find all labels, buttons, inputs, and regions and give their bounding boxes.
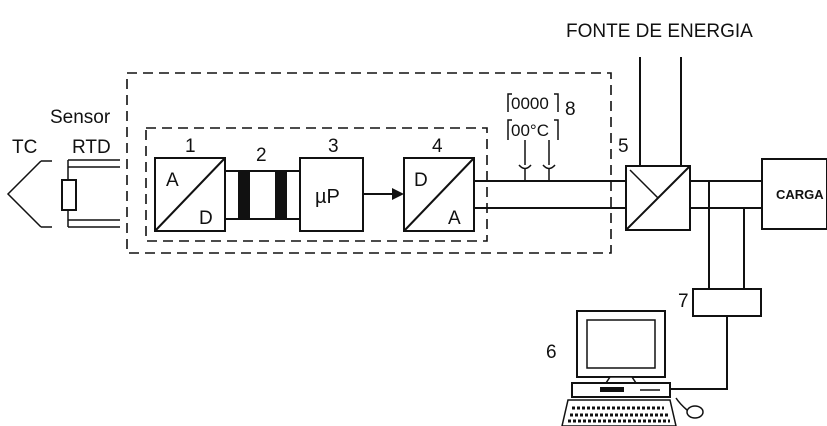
- dac-output-label: A: [448, 208, 461, 229]
- signal-processor-enclosure: [145, 127, 488, 242]
- display-connectors: [518, 140, 556, 181]
- load-lines: [690, 180, 762, 209]
- block-6-number: 6: [546, 342, 557, 363]
- sensor-label: Sensor: [50, 107, 111, 128]
- block-4-number: 4: [432, 136, 443, 157]
- display-temperature: 00°C: [511, 121, 549, 140]
- adc-block: [154, 157, 226, 232]
- load-label: CARGA: [776, 187, 824, 202]
- interface-lines: [708, 181, 745, 289]
- rtd-label: RTD: [72, 137, 111, 158]
- microprocessor-block: [299, 157, 364, 232]
- interface-block: [692, 288, 762, 317]
- thermocouple-probe: [6, 160, 52, 228]
- microprocessor-label: µP: [315, 186, 340, 208]
- computer-icon: [561, 310, 704, 426]
- block-3-number: 3: [328, 136, 339, 157]
- transmitter-enclosure: [126, 72, 612, 254]
- power-source-lines: [639, 57, 682, 166]
- tc-label: TC: [12, 137, 37, 158]
- data-arrow: [363, 188, 404, 200]
- block-7-number: 7: [678, 291, 689, 312]
- block-8-number: 8: [565, 99, 576, 120]
- load-box: [761, 158, 827, 230]
- dac-input-label: D: [414, 170, 428, 191]
- block-1-number: 1: [185, 136, 196, 157]
- power-controller-block: [625, 165, 691, 231]
- power-source-label: FONTE DE ENERGIA: [566, 21, 753, 42]
- block-2-number: 2: [256, 145, 267, 166]
- rtd-sensor: [61, 159, 120, 228]
- adc-input-label: A: [166, 170, 179, 191]
- isolator-block: [225, 170, 300, 220]
- display-brackets: [507, 93, 559, 140]
- display-counter: 0000: [511, 94, 549, 113]
- adc-output-label: D: [199, 208, 213, 229]
- output-signal-lines: [474, 180, 626, 209]
- block-5-number: 5: [618, 136, 629, 157]
- dac-block: [403, 157, 475, 232]
